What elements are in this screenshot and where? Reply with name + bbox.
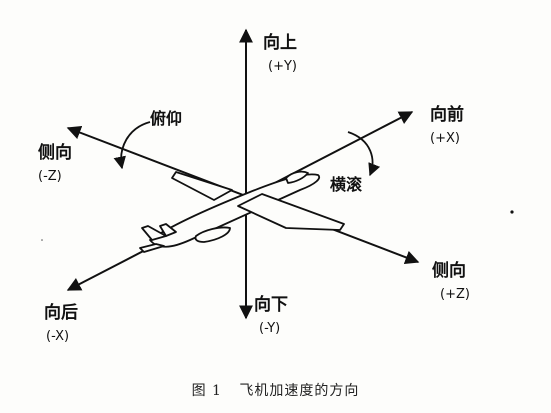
scan-speck bbox=[41, 239, 43, 241]
scan-speck bbox=[510, 210, 514, 214]
aircraft-icon bbox=[139, 170, 345, 253]
up-label: 向上 bbox=[263, 32, 297, 53]
figure-title: 飞机加速度的方向 bbox=[239, 383, 360, 399]
side-right-sub-label: (+Z) bbox=[440, 287, 470, 302]
up-sub-label: (+Y) bbox=[268, 59, 297, 74]
figure-caption: 图 1 飞机加速度的方向 bbox=[0, 380, 551, 400]
pitch-arrow bbox=[113, 121, 151, 170]
roll-arrow bbox=[347, 131, 381, 177]
side-left-label: 侧向 bbox=[38, 142, 72, 163]
figure-number: 图 1 bbox=[191, 383, 222, 399]
backward-label: 向后 bbox=[44, 302, 78, 323]
down-sub-label: (-Y) bbox=[259, 321, 280, 336]
side-right-label: 侧向 bbox=[432, 260, 466, 281]
forward-label: 向前 bbox=[430, 104, 464, 125]
aircraft-axes-diagram: 向上 (+Y) 向下 (-Y) 向前 (+X) 向后 (-X) 侧向 (-Z) … bbox=[38, 28, 514, 344]
backward-sub-label: (-X) bbox=[46, 329, 69, 344]
side-left-sub-label: (-Z) bbox=[38, 169, 62, 184]
down-label: 向下 bbox=[254, 294, 288, 315]
pitch-label: 俯仰 bbox=[150, 109, 182, 128]
forward-sub-label: (+X) bbox=[430, 131, 460, 146]
roll-label: 横滚 bbox=[330, 175, 363, 194]
